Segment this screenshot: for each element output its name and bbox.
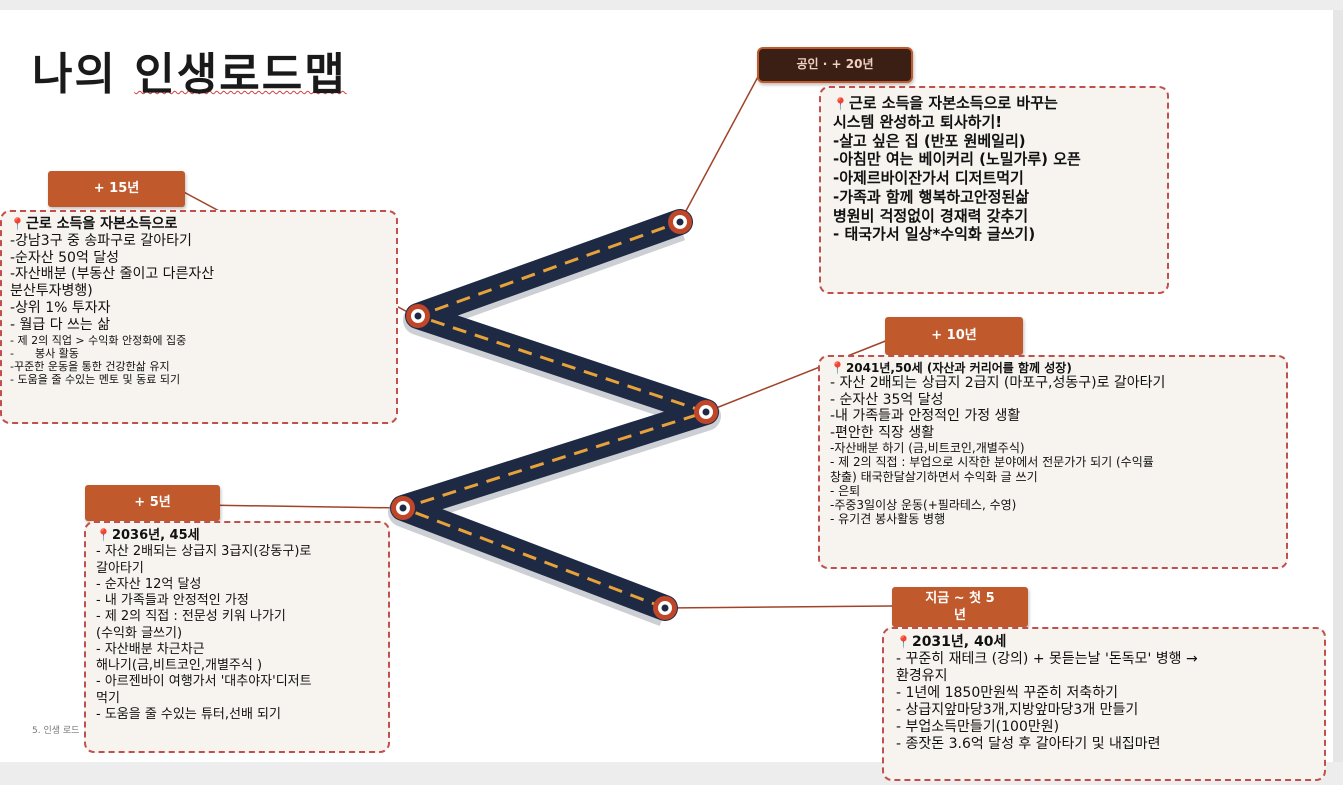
list-item: 📍근로 소득을 자본소득으로 — [10, 216, 178, 232]
list-item: - 부업소득만들기(100만원) — [896, 719, 1060, 736]
stage-tag-plus15: + 15년 — [48, 171, 185, 207]
list-item: 창출) 태국한달살기하면서 수익화 글 쓰기 — [830, 469, 1038, 484]
connector-line-20 — [679, 72, 761, 223]
list-item: - 자산 2배되는 상급지 2급지 (마포구,성동구)로 갈아타기 — [830, 375, 1166, 392]
milestone-node-now — [653, 596, 677, 620]
list-item: -자산배분 하기 (금,비트코인,개별주식) — [830, 441, 1025, 456]
connector-line-5 — [199, 504, 404, 509]
title-tail: 인생로드맵 — [134, 49, 347, 100]
list-item: 시스템 완성하고 퇴사하기! — [833, 112, 1003, 131]
list-item: - 내 가족들과 안정적인 가정 — [96, 593, 249, 608]
stage-tag-plus5: + 5년 — [85, 485, 220, 521]
list-item: - 상급지앞마당3개,지방앞마당3개 만들기 — [896, 702, 1139, 719]
list-item: - 월급 다 쓰는 삶 — [10, 316, 111, 333]
list-item: - 순자산 35억 달성 — [830, 391, 944, 408]
list-item: - 도움을 줄 수있는 튜터,선배 되기 — [96, 706, 281, 722]
milestone-node-5 — [391, 496, 415, 520]
stage-box-plus5: 📍2036년, 45세 - 자산 2배되는 상급지 3급지(강동구)로 갈아타기… — [84, 521, 390, 753]
list-item: -아침만 여는 베이커리 (노밀가루) 오픈 — [833, 150, 1081, 169]
list-item: -주중3일이상 운동(+필라테스, 수영) — [830, 497, 1017, 512]
list-item: -꾸준한 운동을 통한 건강한삶 유지 — [10, 359, 170, 373]
list-item: - 제 2의 직접 : 부업으로 시작한 분야에서 전문가가 되기 (수익률 — [830, 455, 1154, 470]
vertical-scrollbar[interactable] — [1333, 10, 1343, 762]
list-item: -강남3구 중 송파구로 갈아타기 — [10, 232, 192, 249]
connector-line-10 — [705, 339, 889, 413]
list-item: - 유기견 봉사활동 병행 — [830, 512, 946, 526]
list-item: (수익화 글쓰기) — [96, 625, 183, 641]
title-head: 나의 — [32, 49, 135, 100]
list-item: - 태국가서 일상*수익화 글쓰기) — [833, 225, 1036, 244]
list-item: -살고 싶은 집 (반포 원베일리) — [833, 131, 1026, 150]
list-item: - 순자산 12억 달성 — [96, 576, 202, 592]
list-item: -편안한 직장 생활 — [830, 424, 935, 441]
list-item: -순자산 50억 달성 — [10, 249, 120, 266]
stage-tag-now-line2: 년 — [954, 608, 966, 623]
stage-box-plus20: 📍근로 소득을 자본소득으로 바꾸는 시스템 완성하고 퇴사하기! -살고 싶은… — [819, 86, 1169, 294]
list-item: -자산배분 (부동산 줄이고 다른자산 — [10, 266, 215, 283]
list-item: - 자산배분 차근차근 — [96, 641, 205, 657]
stage-box-plus10: 📍2041년,50세 (자산과 커리어를 함께 성장) - 자산 2배되는 상급… — [818, 355, 1288, 569]
list-item: 먹기 — [96, 690, 120, 706]
stage-tag-now-line1: 지금 ~ 첫 5 — [925, 591, 995, 606]
slide-footer: 5. 인생 로드 — [32, 726, 80, 736]
list-item: 해나기(금,비트코인,개별주식 ) — [96, 658, 263, 673]
milestone-node-10 — [694, 400, 718, 424]
list-item: -내 가족들과 안정적인 가정 생활 — [830, 408, 1021, 425]
stage-tag-plus20: 공인 · + 20년 — [757, 47, 913, 83]
list-item: -아제르바이잔가서 디저트먹기 — [833, 169, 1024, 187]
list-item: 📍2036년, 45세 — [96, 528, 200, 543]
road-path — [390, 209, 719, 621]
list-item: - 은퇴 — [830, 483, 861, 498]
pin-icon: 📍 — [10, 217, 25, 231]
list-item: - 도움을 줄 수있는 멘토 및 동료 되기 — [10, 373, 181, 387]
milestone-node-20 — [668, 210, 692, 234]
list-item: - 봉사 활동 — [10, 346, 79, 360]
list-item: - 제 2의 직접 : 전문성 키워 나가기 — [96, 609, 286, 625]
list-item: 갈아타기 — [96, 560, 144, 576]
list-item: - 종잣돈 3.6억 달성 후 갈아타기 및 내집마련 — [896, 736, 1161, 753]
list-item: 분산투자병행) — [10, 283, 93, 300]
list-item: 📍2031년, 40세 — [896, 634, 1007, 650]
list-item: 📍2041년,50세 (자산과 커리어를 함께 성장) — [830, 361, 1072, 375]
list-item: -가족과 함께 행복하고안정된삶 — [833, 187, 1030, 206]
connector-line-now — [664, 605, 893, 609]
list-item: 환경유지 — [896, 668, 948, 685]
list-item: -상위 1% 투자자 — [10, 299, 111, 316]
list-item: 병원비 걱정없이 경재력 갖추기 — [833, 206, 1029, 225]
pin-icon: 📍 — [833, 97, 848, 111]
pin-icon: 📍 — [896, 635, 911, 649]
list-item: - 자산 2배되는 상급지 3급지(강동구)로 — [96, 544, 312, 560]
list-item: 📍근로 소득을 자본소득으로 바꾸는 — [833, 94, 1058, 112]
milestone-node-15 — [406, 304, 430, 328]
stage-box-now: 📍2031년, 40세 - 꾸준히 재테크 (강의) + 못듣는날 '돈독모' … — [882, 627, 1326, 781]
stage-box-plus15: 📍근로 소득을 자본소득으로 -강남3구 중 송파구로 갈아타기 -순자산 50… — [0, 210, 398, 424]
pin-icon: 📍 — [96, 528, 111, 542]
list-item: - 아르젠바이 여행가서 '대추야자'디저트 — [96, 674, 312, 690]
page-title: 나의 인생로드맵 — [32, 38, 347, 102]
pin-icon: 📍 — [830, 361, 845, 375]
list-item: - 제 2의 직업 > 수익화 안정화에 집중 — [10, 333, 187, 347]
stage-tag-plus10: + 10년 — [885, 317, 1023, 355]
list-item: - 1년에 1850만원씩 꾸준히 저축하기 — [896, 685, 1118, 702]
stage-tag-now: 지금 ~ 첫 5 년 — [892, 587, 1028, 627]
list-item: - 꾸준히 재테크 (강의) + 못듣는날 '돈독모' 병행 → — [896, 651, 1198, 668]
